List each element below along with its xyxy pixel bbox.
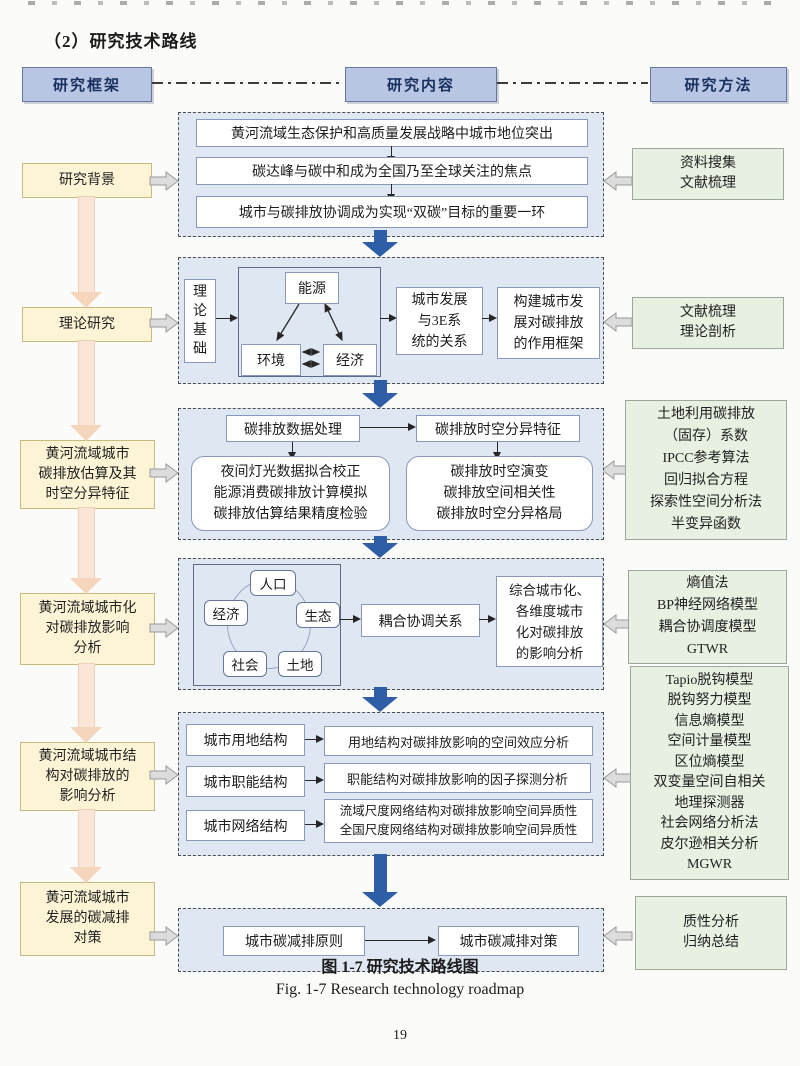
arrow-down-icon bbox=[288, 442, 296, 460]
variation-detail-box: 碳排放时空演变 碳排放空间相关性 碳排放时空分异格局 bbox=[406, 456, 593, 531]
flow-arrow-down-icon bbox=[362, 380, 398, 408]
network-structure-desc-box: 流域尺度网络结构对碳排放影响空间异质性 全国尺度网络结构对碳排放影响空间异质性 bbox=[324, 799, 593, 843]
arrow-down-icon bbox=[387, 184, 395, 202]
block-arrow-left-icon bbox=[603, 768, 633, 788]
arrow-right-icon bbox=[305, 735, 324, 743]
method-box-data-collection: 资料搜集 文献梳理 bbox=[632, 148, 784, 200]
progression-arrow-down-icon bbox=[70, 663, 102, 743]
arrow-right-icon bbox=[380, 314, 397, 322]
content-box: 城市与碳排放协调成为实现“双碳”目标的重要一环 bbox=[196, 196, 588, 228]
figure-caption-zh: 图 1-7 研究技术路线图 bbox=[321, 959, 479, 976]
content-panel-countermeasures: 城市碳减排原则 城市碳减排对策 bbox=[178, 908, 604, 972]
ecology-node: 生态 bbox=[296, 602, 340, 628]
framework-construction-box: 构建城市发 展对碳排放 的作用框架 bbox=[497, 287, 600, 359]
method-box-literature: 文献梳理 理论剖析 bbox=[632, 297, 784, 349]
urbanization-analysis-box: 综合城市化、 各维度城市 化对碳排放 的影响分析 bbox=[496, 576, 603, 667]
flow-arrow-down-icon bbox=[362, 687, 398, 712]
column-header-framework: 研究框架 bbox=[22, 67, 152, 102]
progression-arrow-down-icon bbox=[70, 196, 102, 308]
arrow-down-icon bbox=[387, 146, 395, 164]
block-arrow-left-icon bbox=[603, 171, 633, 191]
framework-box-urbanization: 黄河流域城市化 对碳排放影响 分析 bbox=[20, 593, 155, 665]
function-structure-box: 城市职能结构 bbox=[186, 766, 305, 797]
reduction-principle-box: 城市碳减排原则 bbox=[223, 926, 365, 956]
flow-arrow-down-icon bbox=[362, 854, 398, 907]
arrow-right-icon bbox=[482, 314, 497, 322]
framework-box-structure: 黄河流域城市结 构对碳排放的 影响分析 bbox=[20, 742, 155, 811]
block-arrow-left-icon bbox=[603, 926, 633, 946]
content-box: 碳达峰与碳中和成为全国乃至全球关注的焦点 bbox=[196, 157, 588, 185]
arrow-right-icon bbox=[479, 615, 496, 623]
content-panel-urbanization: 人口 经济 生态 社会 土地 耦合协调关系 综合城市化、 各维度城市 化对碳排放… bbox=[178, 558, 604, 690]
land-node: 土地 bbox=[278, 651, 322, 677]
column-header-method: 研究方法 bbox=[650, 67, 787, 102]
flow-arrow-down-icon bbox=[362, 536, 398, 558]
land-structure-desc-box: 用地结构对碳排放影响的空间效应分析 bbox=[324, 726, 593, 756]
framework-box-theory: 理论研究 bbox=[22, 307, 152, 342]
header-connector-line bbox=[497, 82, 648, 84]
arrow-right-icon bbox=[365, 936, 436, 944]
network-structure-box: 城市网络结构 bbox=[186, 810, 305, 841]
arrow-right-icon bbox=[305, 776, 324, 784]
progression-arrow-down-icon bbox=[70, 507, 102, 594]
arrow-right-icon bbox=[305, 820, 324, 828]
block-arrow-right-icon bbox=[149, 618, 179, 638]
block-arrow-right-icon bbox=[149, 313, 179, 333]
header-connector-line bbox=[152, 82, 343, 84]
society-node: 社会 bbox=[223, 651, 267, 677]
column-header-content: 研究内容 bbox=[345, 67, 497, 102]
content-box: 黄河流域生态保护和高质量发展战略中城市地位突出 bbox=[196, 119, 588, 147]
figure-caption-en: Fig. 1-7 Research technology roadmap bbox=[275, 981, 525, 998]
content-panel-background: 黄河流域生态保护和高质量发展战略中城市地位突出 碳达峰与碳中和成为全国乃至全球关… bbox=[178, 112, 604, 237]
method-box-estimation: 土地利用碳排放 （固存）系数 IPCC参考算法 回归拟合方程 探索性空间分析法 … bbox=[625, 400, 787, 540]
framework-box-background: 研究背景 bbox=[22, 163, 152, 198]
page-number: 19 bbox=[393, 1028, 407, 1043]
flow-arrow-down-icon bbox=[362, 230, 398, 257]
relation-box: 城市发展 与3E系 统的关系 bbox=[396, 287, 483, 355]
energy-box: 能源 bbox=[285, 272, 339, 304]
environment-box: 环境 bbox=[241, 344, 301, 376]
content-panel-theory: 理 论 基 础 能源 环境 经济 城市发展 与3E系 统的关系 构建城市发 展对… bbox=[178, 257, 604, 384]
economy-box: 经济 bbox=[323, 344, 377, 376]
land-structure-box: 城市用地结构 bbox=[186, 724, 305, 756]
function-structure-desc-box: 职能结构对碳排放影响的因子探测分析 bbox=[324, 763, 591, 793]
estimation-detail-box: 夜间灯光数据拟合校正 能源消费碳排放计算模拟 碳排放估算结果精度检验 bbox=[191, 456, 390, 531]
population-node: 人口 bbox=[250, 570, 296, 596]
framework-box-countermeasures: 黄河流域城市 发展的碳减排 对策 bbox=[20, 882, 155, 956]
data-processing-box: 碳排放数据处理 bbox=[226, 415, 360, 442]
theory-base-box: 理 论 基 础 bbox=[184, 279, 216, 363]
block-arrow-right-icon bbox=[149, 171, 179, 191]
arrow-right-icon bbox=[340, 615, 361, 623]
reduction-strategy-box: 城市碳减排对策 bbox=[438, 926, 579, 956]
content-panel-structure: 城市用地结构 用地结构对碳排放影响的空间效应分析 城市职能结构 职能结构对碳排放… bbox=[178, 712, 604, 856]
arrow-right-icon bbox=[216, 314, 238, 322]
arrow-down-icon bbox=[493, 442, 501, 460]
spatiotemporal-box: 碳排放时空分异特征 bbox=[416, 415, 580, 442]
three-e-arrows-icon bbox=[276, 302, 343, 368]
block-arrow-left-icon bbox=[603, 312, 633, 332]
method-box-coupling: 熵值法 BP神经网络模型 耦合协调度模型 GTWR bbox=[628, 570, 787, 664]
block-arrow-right-icon bbox=[149, 926, 179, 946]
urbanization-dimensions-box: 人口 经济 生态 社会 土地 bbox=[193, 564, 341, 686]
coupling-box: 耦合协调关系 bbox=[361, 604, 480, 637]
framework-box-estimation: 黄河流域城市 碳排放估算及其 时空分异特征 bbox=[20, 440, 155, 509]
block-arrow-right-icon bbox=[149, 463, 179, 483]
three-e-system-box: 能源 环境 经济 bbox=[238, 267, 381, 377]
cropped-text-remnant bbox=[28, 1, 772, 5]
page-title: （2）研究技术路线 bbox=[44, 32, 198, 51]
block-arrow-right-icon bbox=[149, 765, 179, 785]
content-panel-estimation: 碳排放数据处理 碳排放时空分异特征 夜间灯光数据拟合校正 能源消费碳排放计算模拟… bbox=[178, 408, 604, 540]
economy-node: 经济 bbox=[204, 600, 248, 626]
arrow-right-icon bbox=[360, 423, 416, 431]
progression-arrow-down-icon bbox=[70, 340, 102, 441]
progression-arrow-down-icon bbox=[70, 809, 102, 883]
method-box-qualitative: 质性分析 归纳总结 bbox=[635, 896, 787, 970]
method-box-structure: Tapio脱钩模型 脱钩努力模型 信息熵模型 空间计量模型 区位熵模型 双变量空… bbox=[630, 666, 789, 880]
